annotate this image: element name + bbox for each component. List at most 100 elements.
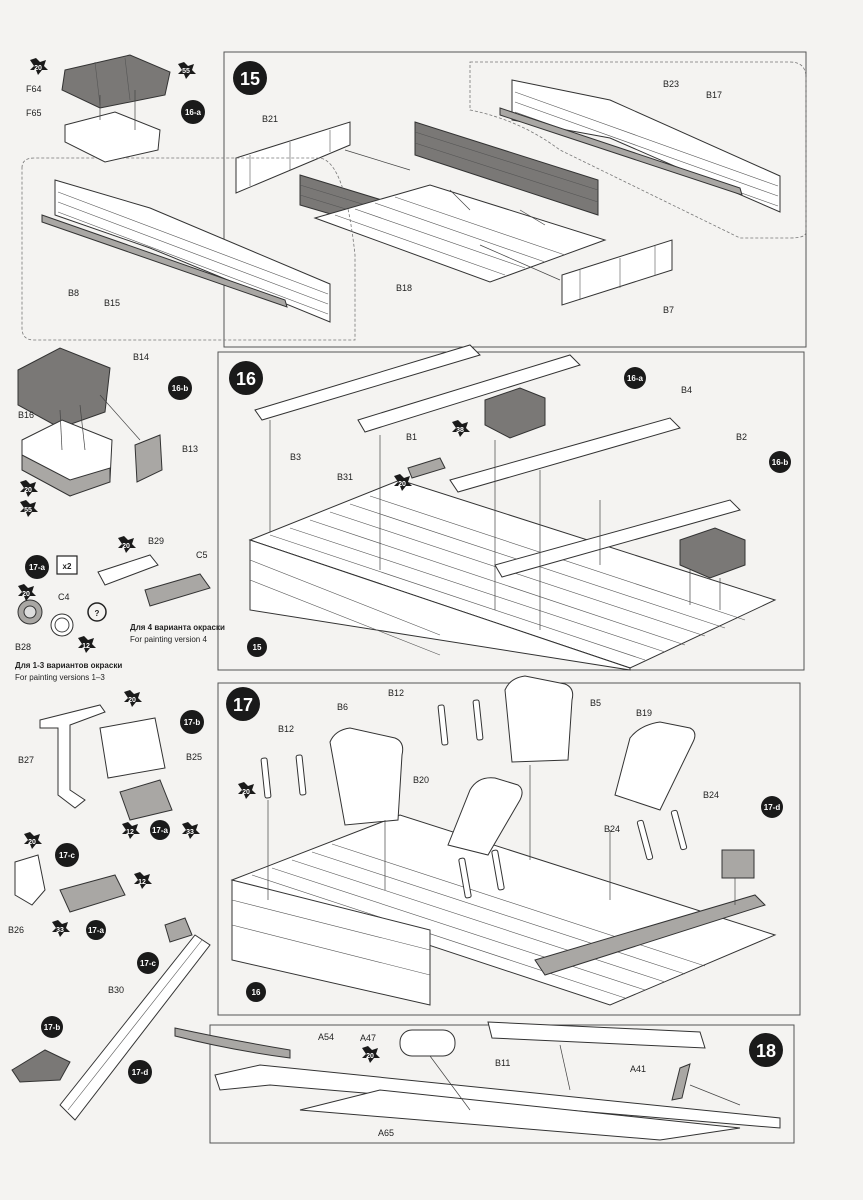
label-B28: B28 [15,642,31,652]
part-B6 [329,727,404,826]
svg-text:20: 20 [128,697,136,704]
subassembly-17b-label: 17-b [184,718,201,727]
label-B21: B21 [262,114,278,124]
svg-text:20: 20 [22,591,30,598]
part-B31 [357,354,581,433]
ref-step-15: 15 [253,643,262,652]
svg-text:38: 38 [456,427,464,434]
step-16-panel: 16 B3 B31 B1 B4 [217,344,805,671]
part-B21 [235,121,351,194]
part-B13 [134,434,163,483]
paint-star-55: 55 [178,62,196,79]
label-B12-left: B12 [278,724,294,734]
part-B3 [254,344,481,421]
label-B23: B23 [663,79,679,89]
step-16-number-circle [229,361,263,395]
step-18-number-circle [749,1033,783,1067]
label-B24-right: B24 [703,790,719,800]
label-B12-mid: B12 [388,688,404,698]
deck-side [249,539,631,671]
caption-v13-en: For painting versions 1–3 [15,673,105,682]
label-C5: C5 [196,550,208,560]
label-C4: C4 [58,592,70,602]
label-B11: B11 [495,1058,510,1068]
caption-v4-ru: Для 4 варианта окраски [130,623,225,632]
svg-text:20: 20 [366,1053,374,1060]
paint-star-33: 33 [182,822,200,839]
subassembly-17a: 17-a x2 ? C4 B28 20 12 Для 1-3 вариантов… [15,536,225,682]
leaf-spring [174,1027,291,1059]
subassembly-17c-label: 17-c [59,851,76,860]
paint-star-55: 55 [20,500,38,517]
label-B15: B15 [104,298,120,308]
label-B17: B17 [706,90,722,100]
label-A65: A65 [378,1128,394,1138]
step-15-sub-outline [469,61,807,239]
paint-star-20: 20 [124,690,142,707]
step-15-panel: 15 [21,51,807,348]
label-B25: B25 [186,752,202,762]
paint-star-20: 20 [30,58,48,75]
step-17-number-circle [226,687,260,721]
part-B26 [14,854,46,906]
subassembly-16a: F64 F65 16-a 20 55 [26,54,205,163]
paint-star-20: 20 [238,782,256,799]
paint-star-33: 33 [52,920,70,937]
svg-text:55: 55 [182,68,190,75]
part-B29 [97,554,159,586]
label-A41: A41 [630,1064,646,1074]
label-B19: B19 [636,708,652,718]
subassembly-16a-label: 16-a [185,108,202,117]
paint-star-20: 20 [118,536,136,553]
label-B18: B18 [396,283,412,293]
label-B20: B20 [413,775,429,785]
svg-text:20: 20 [398,481,406,488]
deck-16 [230,814,777,1006]
label-F65: F65 [26,108,42,118]
label-B7: B7 [663,305,674,315]
part-B2 [494,499,741,578]
svg-text:12: 12 [126,829,134,836]
svg-text:33: 33 [56,927,64,934]
ref-17d: 17-d [764,803,781,812]
part-C5 [144,573,211,607]
paint-star-20: 20 [362,1046,380,1063]
left-sub-outline [21,157,356,341]
label-B8: B8 [68,288,79,298]
ref-16a: 16-a [627,374,644,383]
part-B8 [41,214,288,308]
subassembly-17b: B27 B25 17-b 17-a 20 12 33 [18,690,204,840]
caption-v4-en: For painting version 4 [130,635,207,644]
subassembly-16b-badge [168,376,192,400]
label-A54: A54 [318,1032,334,1042]
tail-light [119,779,173,821]
step-15-number-circle [233,61,267,95]
ref-step-16: 16 [252,988,261,997]
label-B5: B5 [590,698,601,708]
subassembly-17c: B26 17-c 17-a 20 12 33 [8,832,152,940]
label-B26: B26 [8,925,24,935]
label-B24-mid: B24 [604,824,620,834]
frame-beam [534,894,766,976]
paint-star-12: 12 [134,872,152,889]
label-B13: B13 [182,444,198,454]
paint-star-20: 20 [394,474,412,491]
part-B14 [17,347,111,429]
part-B7 [561,239,673,306]
label-B6: B6 [337,702,348,712]
svg-text:20: 20 [34,65,42,72]
paint-star-12: 12 [122,822,140,839]
deck-side-17 [231,879,431,1006]
caption-v13-ru: Для 1-3 вариантов окраски [15,661,122,670]
part-B20 [447,777,523,856]
part-A47 [399,1029,456,1057]
part-B23 [499,107,743,196]
label-B29: B29 [148,536,164,546]
part-B30 [59,934,211,1121]
paint-star-20: 20 [20,480,38,497]
multiplier-box [56,555,78,575]
subassembly-16b: B14 B16 B13 16-b 20 55 [17,347,198,517]
subassembly-17a-badge [25,555,49,579]
svg-text:20: 20 [28,839,36,846]
